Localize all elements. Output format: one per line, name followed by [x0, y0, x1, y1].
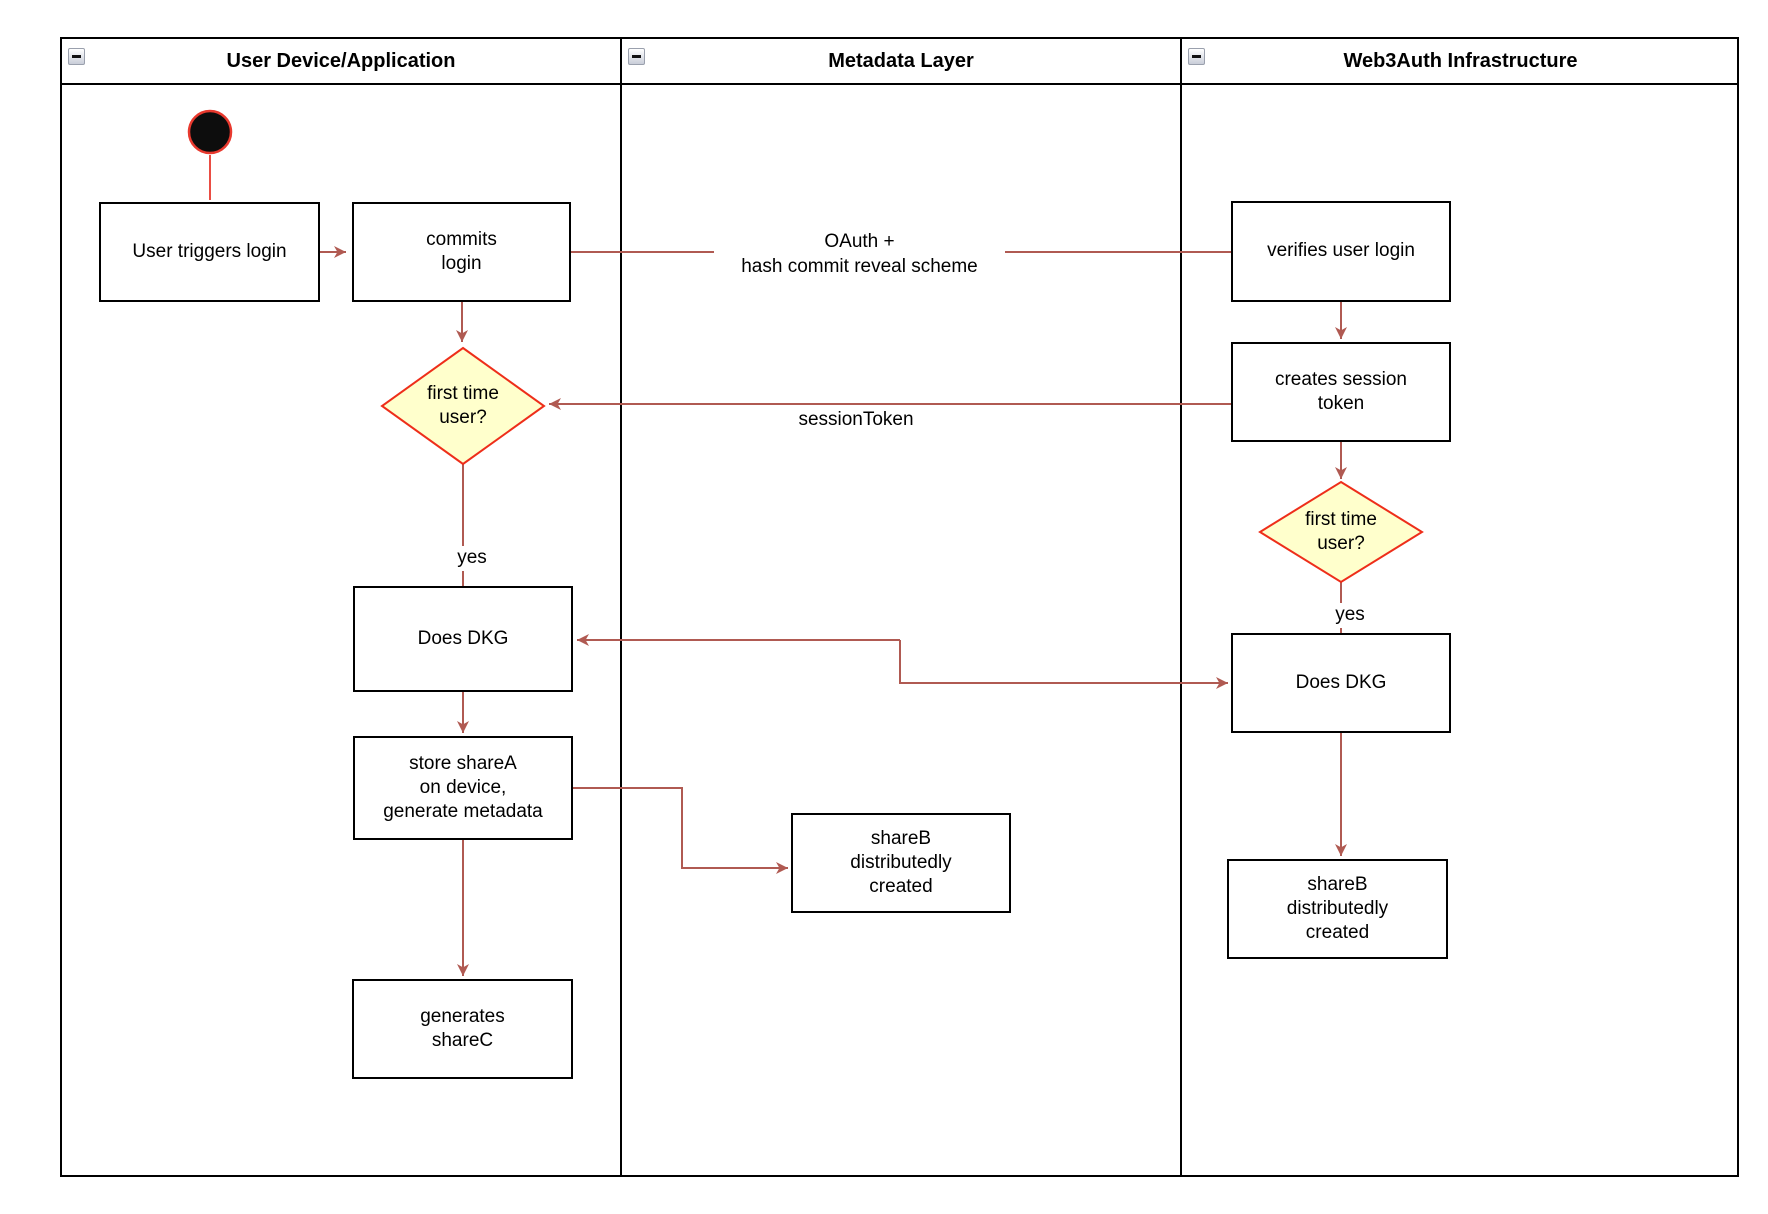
node-verifies-user-login[interactable]: verifies user login: [1231, 201, 1451, 302]
minus-glyph: [1192, 55, 1201, 58]
node-does-dkg-right[interactable]: Does DKG: [1231, 633, 1451, 733]
edge-label-yes-right: yes: [1322, 603, 1378, 628]
minus-icon[interactable]: [68, 48, 85, 65]
node-does-dkg-left[interactable]: Does DKG: [353, 586, 573, 692]
edge-label-session-token: sessionToken: [798, 409, 914, 430]
decision-label-left: first time user?: [427, 383, 499, 428]
minus-glyph: [72, 55, 81, 58]
decision-first-time-user-left[interactable]: [380, 346, 546, 466]
lane-divider-1: [620, 39, 622, 1175]
edge-label-oauth: OAuth + hash commit reveal scheme: [714, 230, 1005, 280]
minus-glyph: [632, 55, 641, 58]
node-commits-login[interactable]: commits login: [352, 202, 571, 302]
lane-title-user-device[interactable]: User Device/Application: [226, 49, 456, 72]
node-shareb-metadata[interactable]: shareB distributedly created: [791, 813, 1011, 913]
edge-store-to-shareb: [573, 787, 788, 874]
lane-title-metadata-layer[interactable]: Metadata Layer: [828, 49, 974, 72]
decision-label-right: first time user?: [1305, 509, 1377, 554]
minus-icon[interactable]: [1188, 48, 1205, 65]
node-user-triggers-login[interactable]: User triggers login: [99, 202, 320, 302]
minus-icon[interactable]: [628, 48, 645, 65]
lane-header-divider: [62, 83, 1737, 85]
node-store-sharea[interactable]: store shareA on device, generate metadat…: [353, 736, 573, 840]
node-shareb-right[interactable]: shareB distributedly created: [1227, 859, 1448, 959]
edge-label-yes-left: yes: [444, 546, 500, 571]
decision-first-time-user-right[interactable]: [1258, 480, 1424, 584]
node-creates-session-token[interactable]: creates session token: [1231, 342, 1451, 442]
lane-title-web3auth[interactable]: Web3Auth Infrastructure: [1343, 49, 1578, 72]
edge-dkg-link-right: [899, 640, 1228, 689]
node-generates-sharec[interactable]: generates shareC: [352, 979, 573, 1079]
lane-divider-2: [1180, 39, 1182, 1175]
swimlane-pool: User Device/Application Metadata Layer W…: [60, 37, 1739, 1177]
start-node[interactable]: [187, 109, 233, 155]
